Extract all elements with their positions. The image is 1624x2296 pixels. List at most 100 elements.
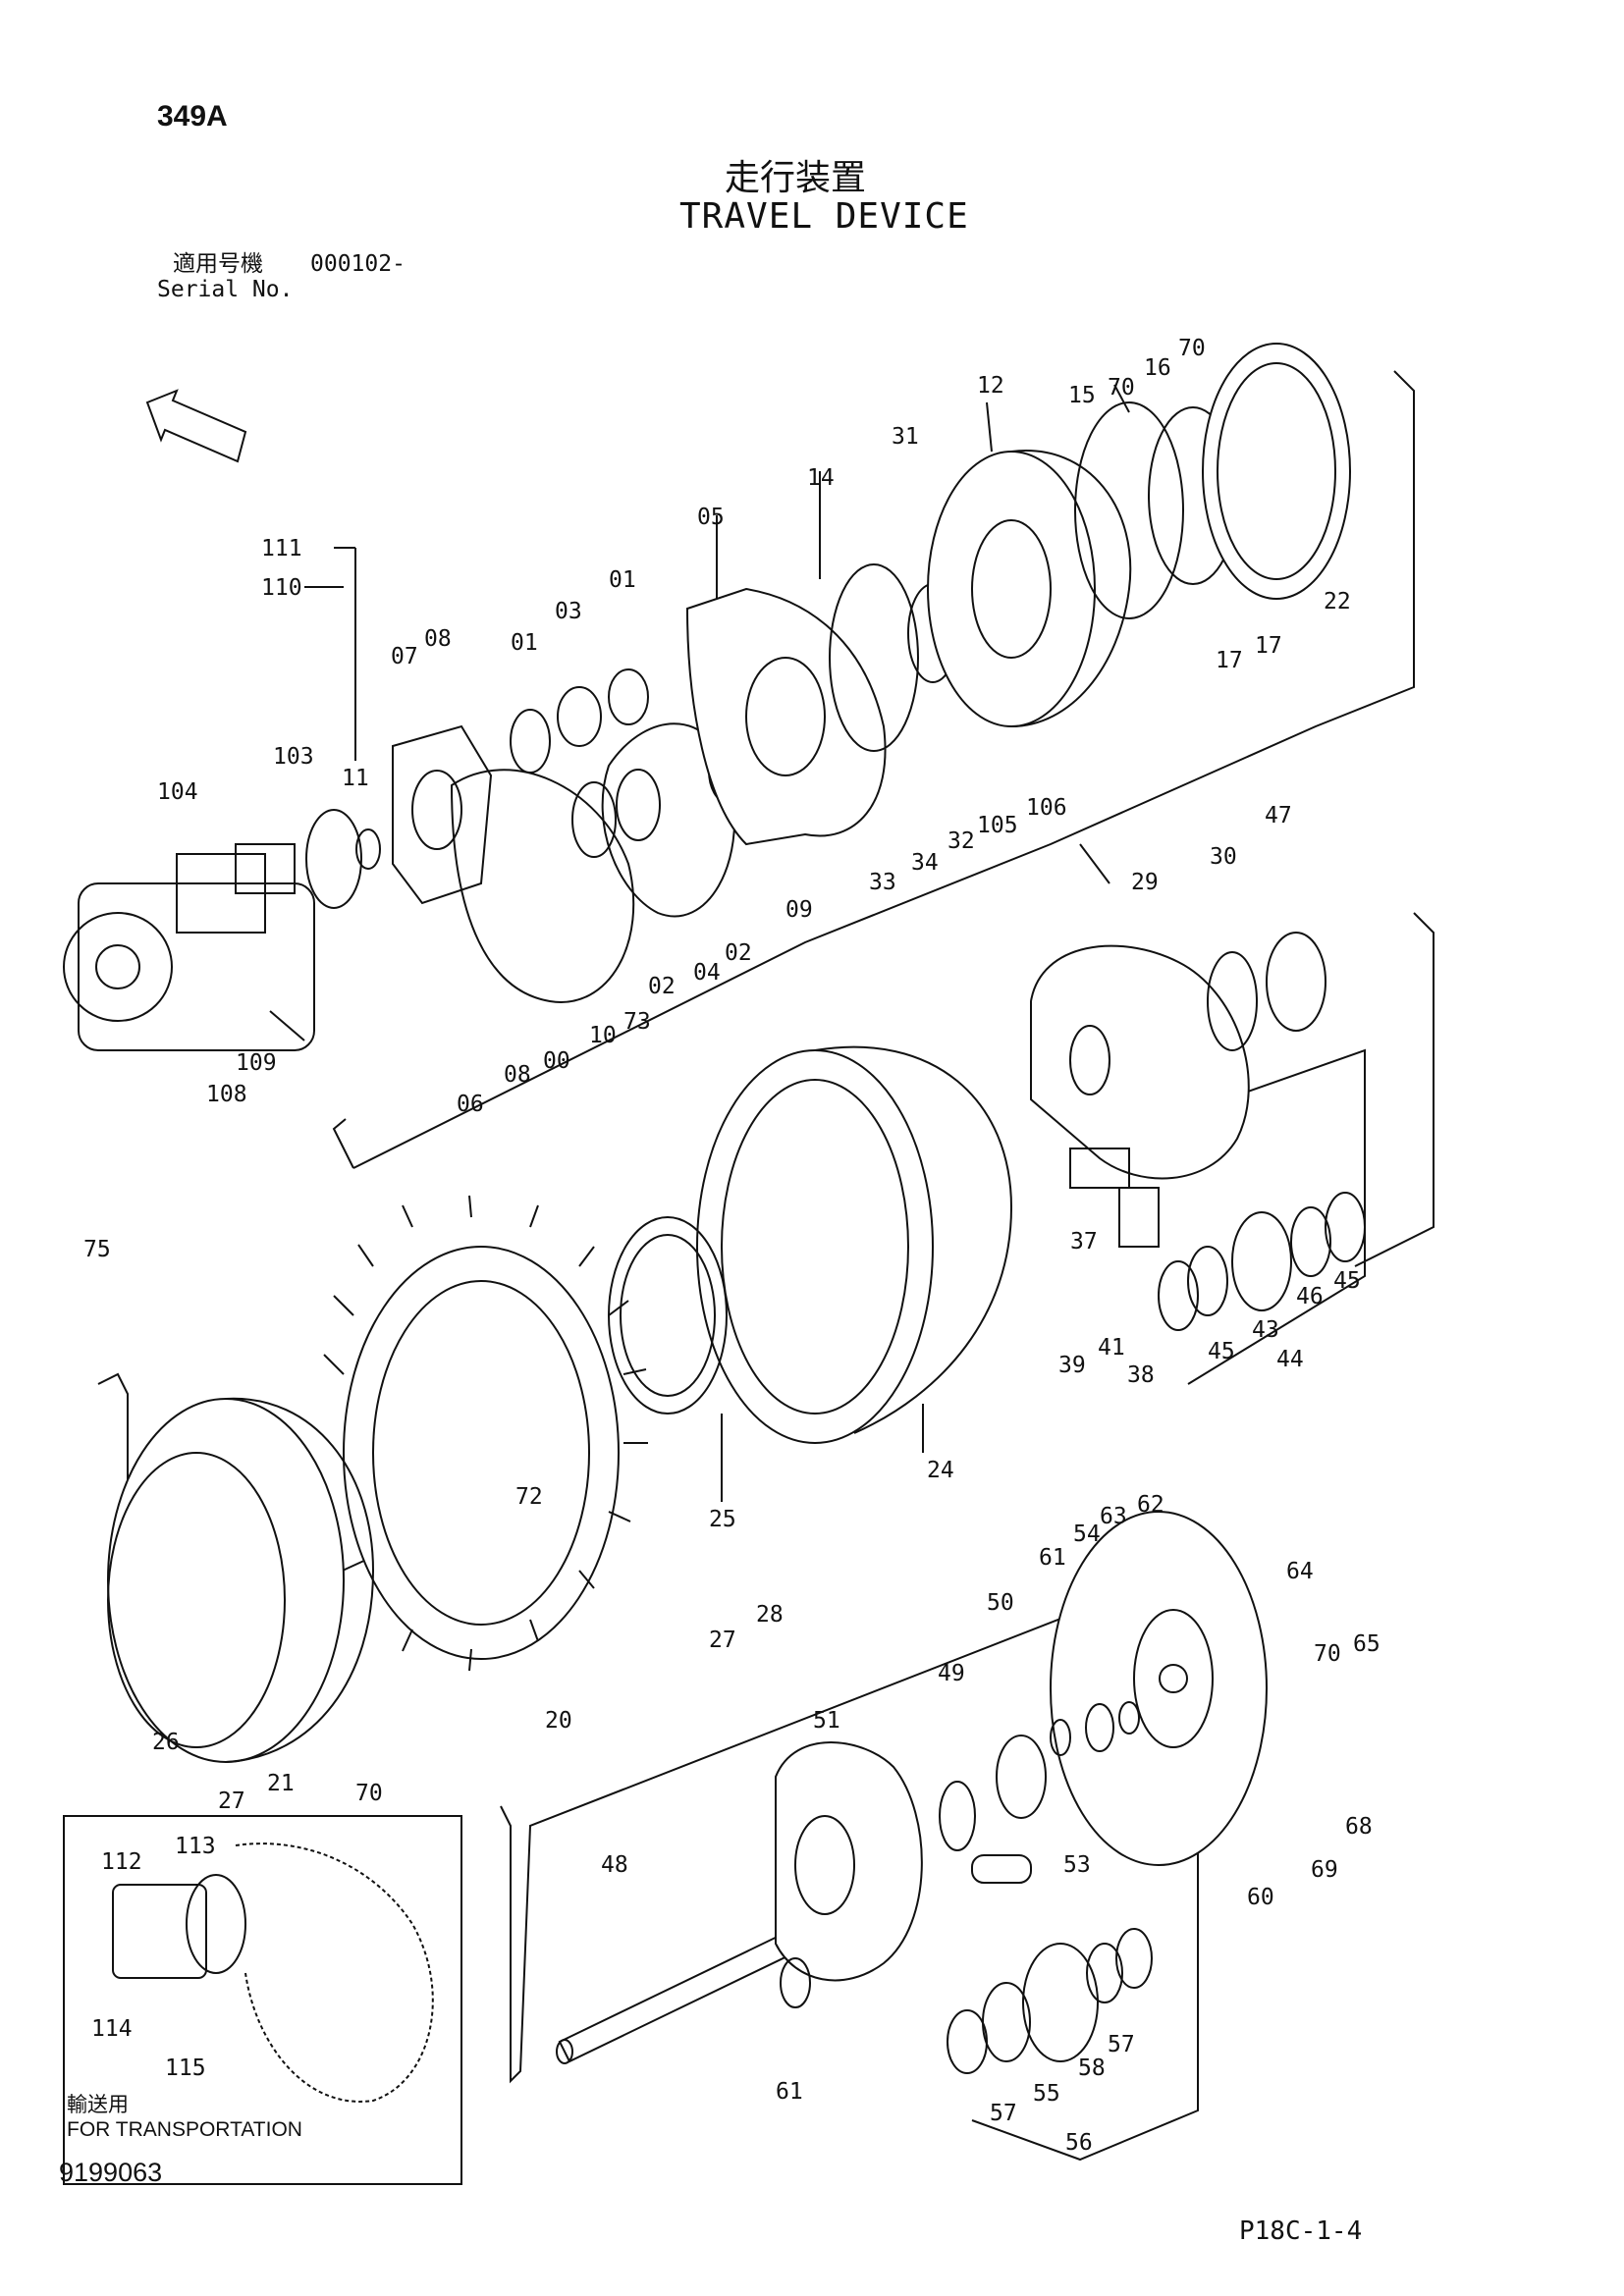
callout-29: 29 [1131, 870, 1159, 895]
serial-label-japanese: 適用号機 [173, 251, 263, 277]
callout-05: 05 [697, 505, 725, 530]
callout-12: 12 [977, 373, 1004, 399]
callout-64: 64 [1286, 1559, 1314, 1584]
callout-14: 14 [807, 465, 835, 491]
callout-110: 110 [261, 575, 302, 601]
callout-58: 58 [1078, 2056, 1106, 2081]
callout-17a: 17 [1216, 648, 1243, 673]
callout-61a: 61 [1039, 1545, 1066, 1571]
callout-02b: 02 [725, 940, 752, 966]
callout-28: 28 [756, 1602, 784, 1628]
callout-09: 09 [785, 897, 813, 923]
callout-72: 72 [515, 1484, 543, 1510]
callout-21: 21 [267, 1771, 295, 1796]
callout-15: 15 [1068, 383, 1096, 408]
callout-70b: 70 [1108, 375, 1135, 400]
callout-115: 115 [165, 2056, 206, 2081]
callout-02a: 02 [648, 974, 676, 999]
page-reference: P18C-1-4 [1239, 2216, 1363, 2246]
callout-07: 07 [391, 644, 418, 669]
callout-24: 24 [927, 1458, 954, 1483]
callout-54: 54 [1073, 1522, 1101, 1547]
callout-103: 103 [273, 744, 314, 770]
page-code: 349A [157, 100, 228, 133]
callout-27a: 27 [709, 1628, 736, 1653]
callout-32: 32 [947, 828, 975, 854]
callout-03: 03 [555, 599, 582, 624]
callout-37: 37 [1070, 1229, 1098, 1255]
callout-38: 38 [1127, 1362, 1155, 1388]
callout-26: 26 [152, 1730, 180, 1755]
callout-labels: 00 01 01 02 02 03 04 05 06 07 08 08 09 1… [83, 336, 1380, 2156]
callout-68: 68 [1345, 1814, 1373, 1840]
front-arrow-icon [145, 389, 247, 463]
callout-70d: 70 [355, 1781, 383, 1806]
callout-01b: 01 [609, 567, 636, 593]
callout-108: 108 [206, 1082, 247, 1107]
callout-111: 111 [261, 536, 302, 561]
callout-11: 11 [342, 766, 369, 791]
callout-16: 16 [1144, 355, 1171, 381]
serial-value: 000102- [310, 251, 406, 277]
callout-105: 105 [977, 813, 1018, 838]
callout-57b: 57 [1108, 2032, 1135, 2057]
callout-45b: 45 [1333, 1268, 1361, 1294]
callout-44: 44 [1276, 1347, 1304, 1372]
callout-49: 49 [938, 1661, 965, 1686]
transportation-inset-frame [63, 1815, 462, 2185]
callout-56: 56 [1065, 2130, 1093, 2156]
callout-34: 34 [911, 850, 939, 876]
callout-109: 109 [236, 1050, 277, 1076]
document-number: 9199063 [59, 2158, 163, 2187]
callout-61b: 61 [776, 2079, 803, 2105]
callout-06: 06 [457, 1092, 484, 1117]
callout-27b: 27 [218, 1789, 245, 1814]
callout-20: 20 [545, 1708, 572, 1734]
callout-51: 51 [813, 1708, 840, 1734]
callout-63: 63 [1100, 1504, 1127, 1529]
callout-08b: 08 [504, 1062, 531, 1088]
callout-75: 75 [83, 1237, 111, 1262]
title-english: TRAVEL DEVICE [679, 196, 969, 237]
callout-08a: 08 [424, 626, 452, 652]
callout-46: 46 [1296, 1284, 1324, 1309]
callout-70c: 70 [1314, 1641, 1341, 1667]
callout-53: 53 [1063, 1852, 1091, 1878]
callout-31: 31 [892, 424, 919, 450]
o-ring-103 [305, 809, 362, 909]
title-japanese: 走行装置 [725, 158, 867, 198]
callout-60: 60 [1247, 1885, 1274, 1910]
inset-label-english: FOR TRANSPORTATION [67, 2118, 302, 2141]
callout-17b: 17 [1255, 633, 1282, 659]
callout-25: 25 [709, 1507, 736, 1532]
callout-73: 73 [623, 1009, 651, 1035]
callout-62: 62 [1137, 1492, 1164, 1518]
callout-69: 69 [1311, 1857, 1338, 1883]
callout-47: 47 [1265, 803, 1292, 828]
callout-01a: 01 [511, 630, 538, 656]
serial-label-english: Serial No. [157, 277, 294, 302]
callout-113: 113 [175, 1834, 216, 1859]
callout-00: 00 [543, 1048, 570, 1074]
callout-106: 106 [1026, 795, 1067, 821]
inset-label-japanese: 輸送用 [67, 2094, 129, 2116]
callout-112: 112 [101, 1849, 142, 1875]
callout-57a: 57 [990, 2101, 1017, 2126]
callout-10: 10 [589, 1023, 617, 1048]
callout-65: 65 [1353, 1631, 1380, 1657]
callout-50: 50 [987, 1590, 1014, 1616]
callout-22: 22 [1324, 589, 1351, 614]
callout-45a: 45 [1208, 1339, 1235, 1364]
travel-motor-104 [63, 843, 315, 1051]
callout-104: 104 [157, 779, 198, 805]
callout-114: 114 [91, 2016, 133, 2042]
callout-39: 39 [1058, 1353, 1086, 1378]
callout-41: 41 [1098, 1335, 1125, 1361]
callout-04: 04 [693, 960, 721, 986]
callout-48: 48 [601, 1852, 628, 1878]
callout-70a: 70 [1178, 336, 1206, 361]
callout-43: 43 [1252, 1317, 1279, 1343]
callout-33: 33 [869, 870, 896, 895]
callout-30: 30 [1210, 844, 1237, 870]
